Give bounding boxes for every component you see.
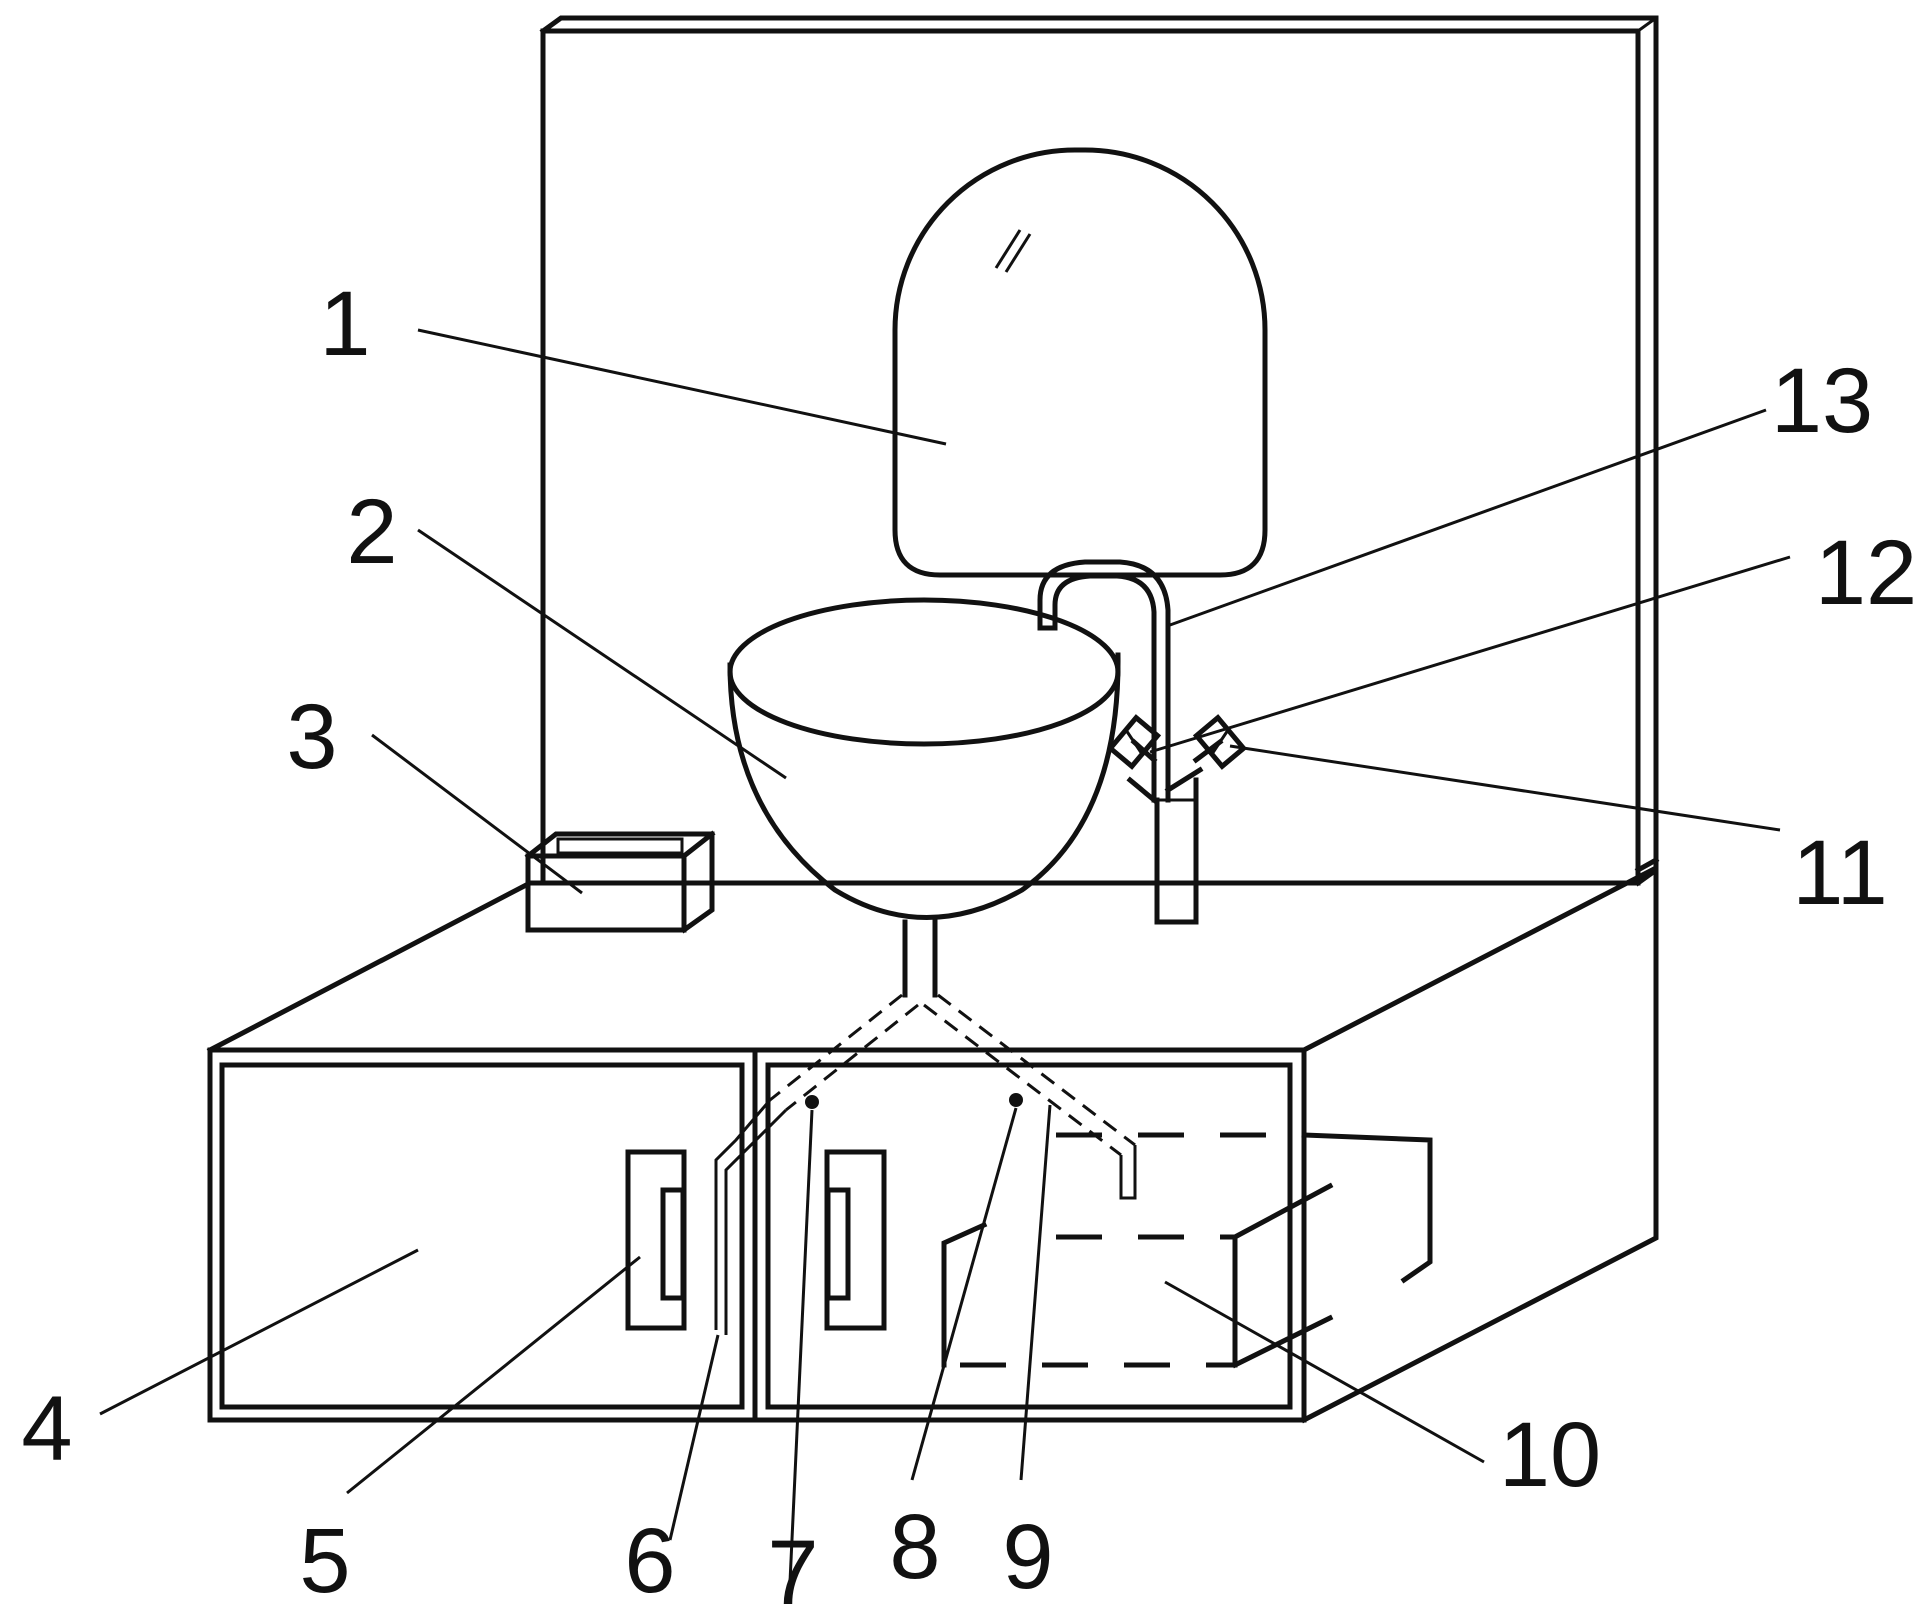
callout-4: 4 bbox=[21, 1378, 72, 1480]
callout-9: 9 bbox=[1002, 1506, 1053, 1608]
faucet bbox=[1037, 559, 1248, 925]
callout-12: 12 bbox=[1815, 522, 1917, 624]
callout-8: 8 bbox=[889, 1496, 940, 1598]
cabinet-body bbox=[206, 856, 1660, 1424]
drain-pipes bbox=[714, 993, 1137, 1335]
callout-7: 7 bbox=[767, 1522, 818, 1608]
right-door-handle bbox=[824, 1149, 887, 1331]
callout-13: 13 bbox=[1771, 350, 1873, 452]
callout-10: 10 bbox=[1499, 1404, 1601, 1506]
mirror bbox=[892, 147, 1268, 578]
callout-5: 5 bbox=[299, 1510, 350, 1608]
callout-3: 3 bbox=[286, 686, 337, 788]
drawer-bin bbox=[941, 1132, 1433, 1369]
left-door bbox=[219, 1062, 745, 1410]
leader-lines bbox=[99, 328, 1791, 1583]
callout-11: 11 bbox=[1792, 822, 1888, 924]
back-panel bbox=[539, 15, 1659, 887]
soap-box bbox=[524, 830, 716, 934]
callout-labels: 1 2 3 4 5 6 7 8 9 10 11 12 13 bbox=[21, 273, 1917, 1608]
callout-2: 2 bbox=[346, 481, 397, 583]
callout-6: 6 bbox=[624, 1510, 675, 1608]
sink-basin bbox=[727, 597, 1121, 998]
left-door-handle bbox=[625, 1149, 687, 1331]
callout-1: 1 bbox=[319, 273, 370, 375]
